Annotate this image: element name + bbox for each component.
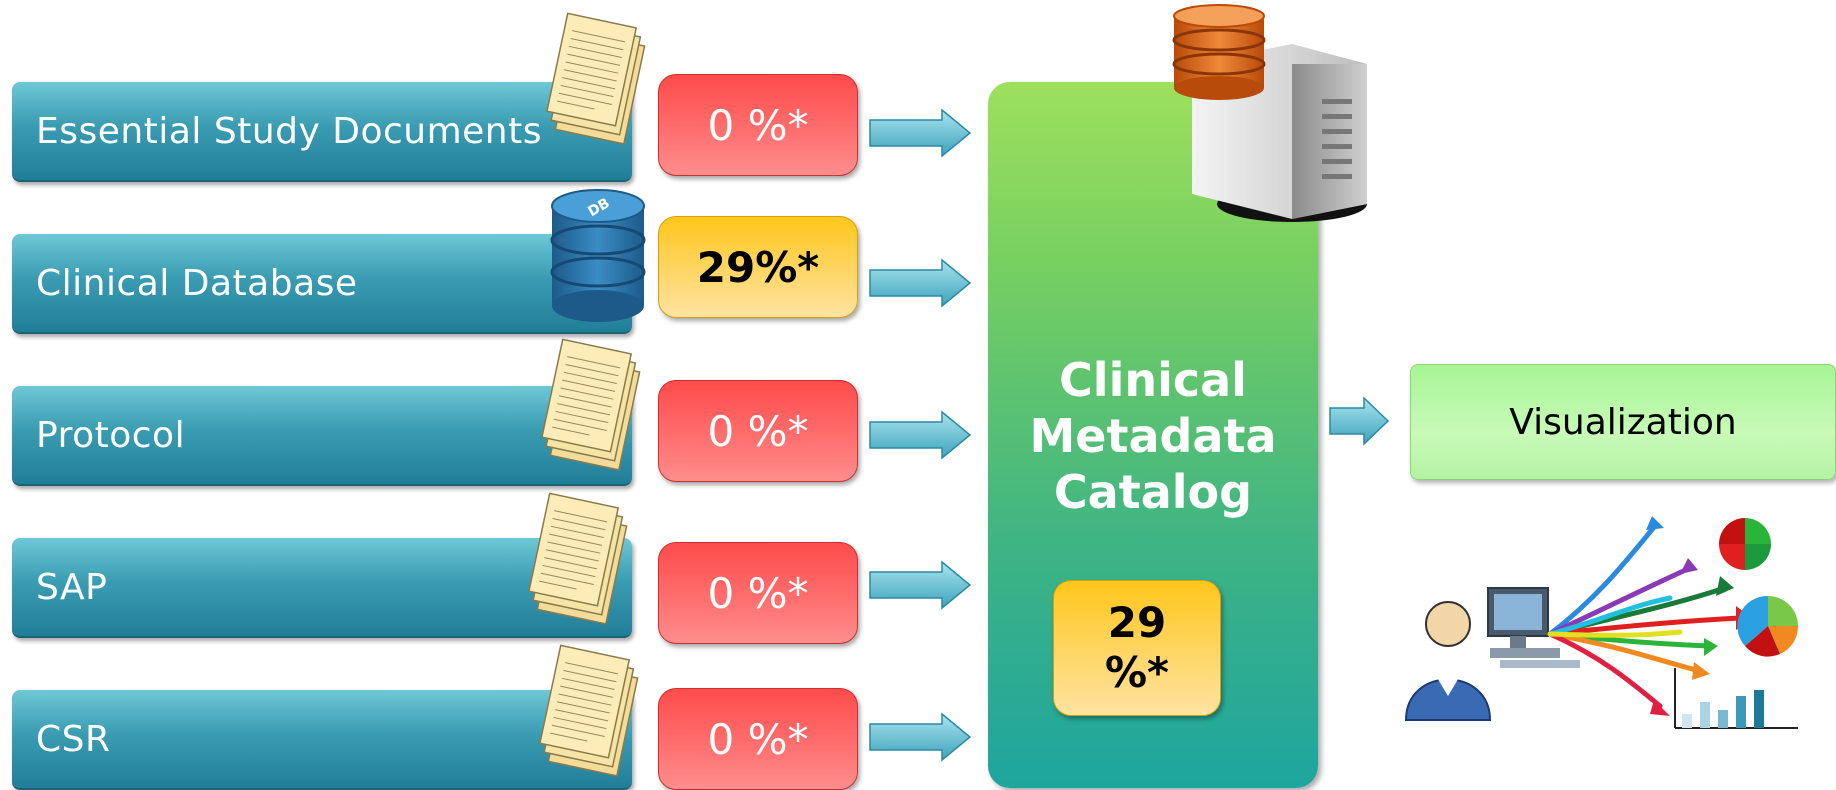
status-badge-sap: 0 %* xyxy=(658,542,858,644)
source-essential-study-documents: Essential Study Documents xyxy=(12,82,632,182)
status-badge-protocol: 0 %* xyxy=(658,380,858,482)
pie-chart-icon xyxy=(1737,595,1799,657)
status-badge-clinical-database: 29%* xyxy=(658,216,858,318)
arrow-right-icon xyxy=(869,560,972,610)
source-clinical-database: Clinical Database xyxy=(12,234,632,334)
source-label: SAP xyxy=(36,566,108,608)
pie-chart-icon xyxy=(1719,518,1771,570)
source-sap: SAP xyxy=(12,538,632,638)
arrow-right-icon xyxy=(869,108,972,158)
status-badge-csr: 0 %* xyxy=(658,688,858,790)
arrow-right-icon xyxy=(869,410,972,460)
status-badge-essential-study-documents: 0 %* xyxy=(658,74,858,176)
server-icon xyxy=(1172,4,1367,222)
documents-icon xyxy=(546,12,646,145)
source-protocol: Protocol xyxy=(12,386,632,486)
source-label: Essential Study Documents xyxy=(36,110,542,152)
source-label: Clinical Database xyxy=(36,262,358,304)
source-label: CSR xyxy=(36,718,111,760)
visualization-box: Visualization xyxy=(1410,364,1836,480)
user-icon xyxy=(1404,601,1492,721)
documents-icon xyxy=(528,492,628,625)
user-computer-charts-icon xyxy=(1404,516,1799,729)
documents-icon xyxy=(539,644,639,777)
source-csr: CSR xyxy=(12,690,632,790)
bar-chart-icon xyxy=(1674,668,1798,729)
arrow-right-icon xyxy=(869,712,972,762)
catalog-status-badge: 29 %* xyxy=(1053,580,1221,716)
catalog-title: Clinical Metadata Catalog xyxy=(1029,353,1277,519)
arrow-right-icon xyxy=(1329,396,1390,446)
documents-icon xyxy=(541,338,641,471)
computer-icon xyxy=(1487,587,1580,668)
source-label: Protocol xyxy=(36,414,186,456)
arrow-right-icon xyxy=(869,258,972,308)
database-icon: DB xyxy=(550,189,646,322)
